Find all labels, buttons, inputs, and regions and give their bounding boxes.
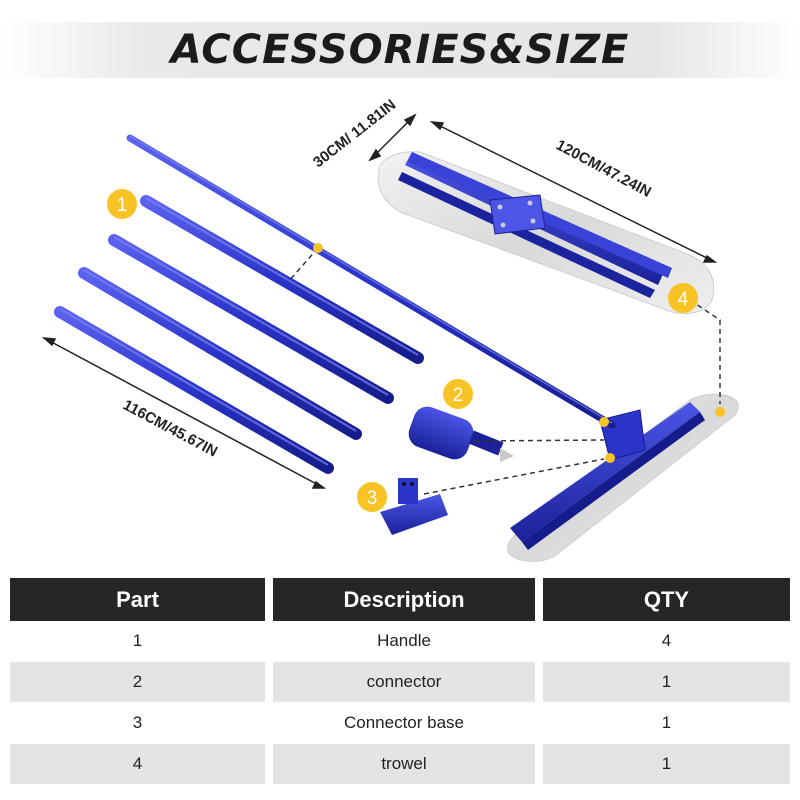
- connector: [408, 406, 514, 462]
- cell-qty: 1: [543, 703, 790, 743]
- table-row: 4 trowel 1: [10, 744, 790, 784]
- parts-table: Part Description QTY 1 Handle 4 2 connec…: [10, 578, 790, 785]
- svg-text:4: 4: [678, 289, 689, 310]
- svg-text:1: 1: [117, 195, 128, 216]
- connector-base: [380, 478, 448, 535]
- cell-description: connector: [273, 662, 535, 702]
- svg-text:3: 3: [367, 488, 378, 509]
- cell-part: 4: [10, 744, 265, 784]
- callout-2: 2: [443, 379, 473, 409]
- svg-text:2: 2: [453, 385, 464, 406]
- product-illustration: 30CM/ 11.81IN 120CM/47.24IN 116CM/45.67I…: [41, 96, 739, 562]
- table-row: 1 Handle 4: [10, 621, 790, 661]
- header-qty: QTY: [543, 578, 790, 621]
- header-description: Description: [273, 578, 535, 621]
- cell-part: 1: [10, 621, 265, 661]
- cell-description: Handle: [273, 621, 535, 661]
- trowel-angled-view: [507, 393, 739, 562]
- handle-sections: [54, 195, 424, 474]
- cell-description: trowel: [273, 744, 535, 784]
- trowel-top-view: [377, 151, 715, 314]
- leader-lines: [287, 247, 721, 495]
- table-header-row: Part Description QTY: [10, 578, 790, 621]
- marker-dots: [313, 243, 725, 463]
- cell-qty: 4: [543, 621, 790, 661]
- callout-1: 1: [107, 189, 137, 219]
- header-part: Part: [10, 578, 265, 621]
- callout-3: 3: [357, 482, 387, 512]
- cell-qty: 1: [543, 662, 790, 702]
- table-row: 3 Connector base 1: [10, 703, 790, 743]
- cell-part: 3: [10, 703, 265, 743]
- cell-part: 2: [10, 662, 265, 702]
- dimension-arrows: [41, 113, 718, 489]
- assembled-handle: [126, 134, 616, 429]
- page-title: ACCESSORIES&SIZE: [170, 27, 630, 73]
- table-row: 2 connector 1: [10, 662, 790, 702]
- title-band: [0, 22, 800, 78]
- dim-trowel-length: 120CM/47.24IN: [553, 137, 654, 201]
- cell-description: Connector base: [273, 703, 535, 743]
- callout-4: 4: [668, 283, 698, 313]
- cell-qty: 1: [543, 744, 790, 784]
